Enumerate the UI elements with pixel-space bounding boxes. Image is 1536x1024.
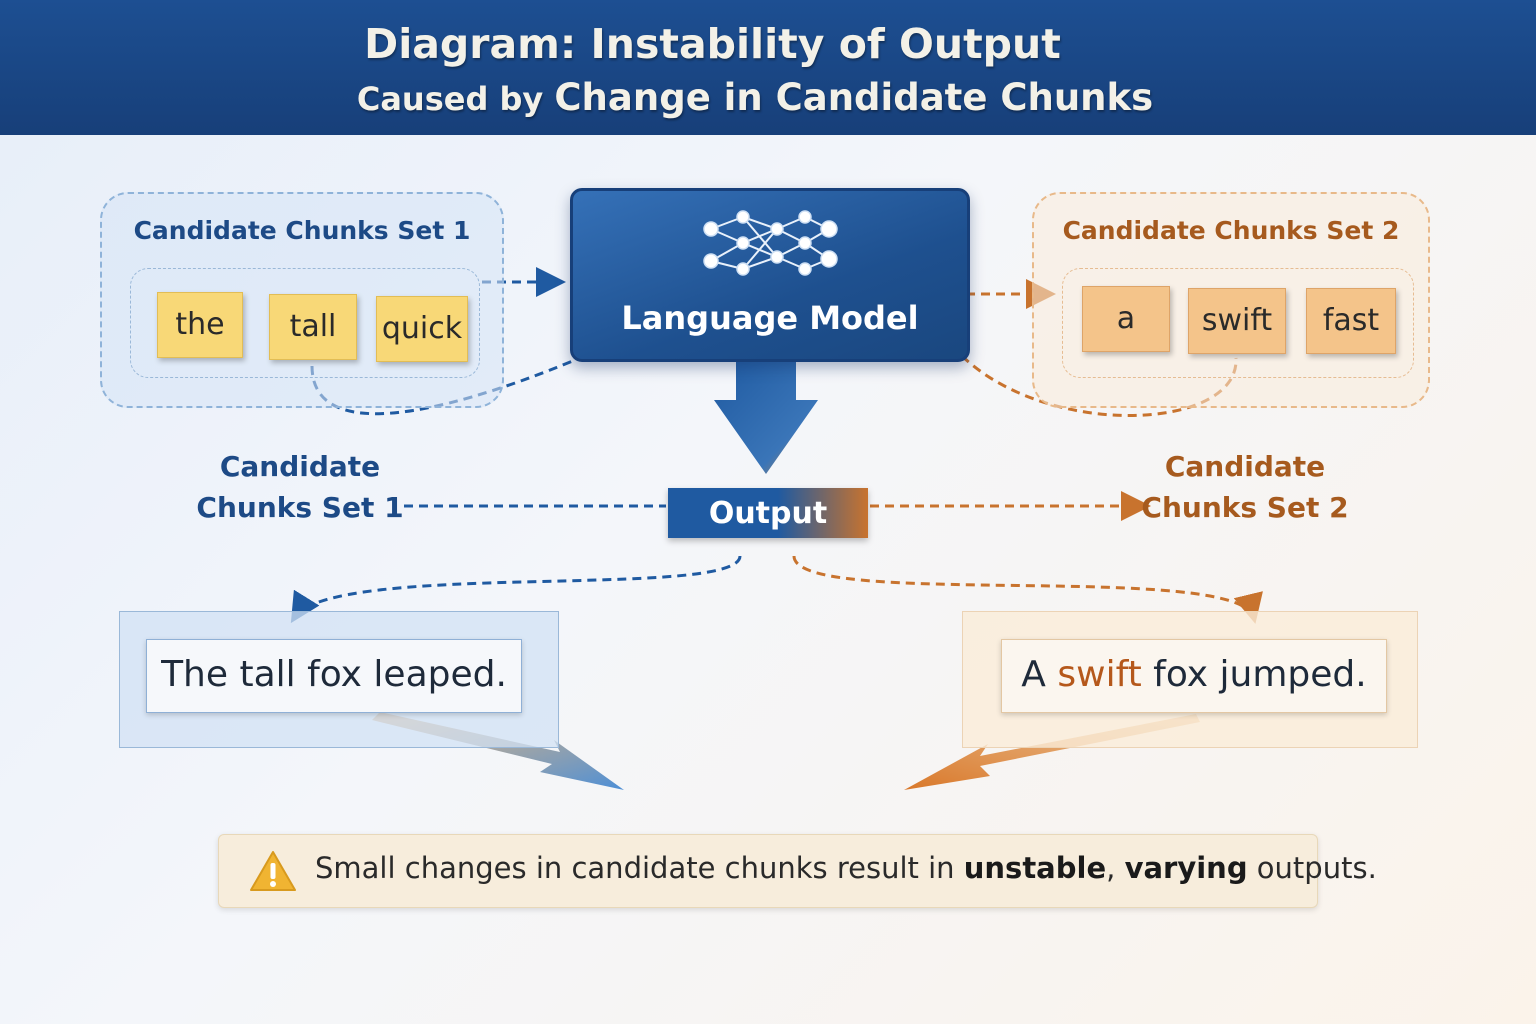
note-bold-unstable: unstable bbox=[963, 851, 1107, 885]
chunk-quick: quick bbox=[376, 296, 468, 362]
title-line-2-main: Change in Candidate Chunks bbox=[554, 76, 1154, 119]
side-label-set-1: Candidate Chunks Set 1 bbox=[190, 446, 410, 528]
side-label-set-2: Candidate Chunks Set 2 bbox=[1130, 446, 1360, 528]
chunk-a: a bbox=[1082, 286, 1170, 352]
candidate-chunks-set-2: Candidate Chunks Set 2 a swift fast bbox=[1032, 192, 1430, 408]
title-line-2-prefix: Caused by bbox=[356, 80, 555, 118]
header-banner: Diagram: Instability of Output Caused by… bbox=[0, 0, 1536, 135]
right-result-suffix: fox jumped. bbox=[1141, 654, 1367, 695]
set-2-chunk-group bbox=[1062, 268, 1414, 378]
warning-note-text: Small changes in candidate chunks result… bbox=[315, 851, 1377, 885]
set-1-chunk-group bbox=[130, 268, 480, 378]
right-result-panel: A swift fox jumped. bbox=[962, 611, 1418, 748]
warning-icon bbox=[250, 851, 296, 891]
language-model-box: Language Model bbox=[570, 188, 970, 362]
right-result-sentence: A swift fox jumped. bbox=[1001, 639, 1387, 713]
left-result-sentence: The tall fox leaped. bbox=[146, 639, 522, 713]
title-line-2: Caused by Change in Candidate Chunks bbox=[0, 76, 1510, 119]
chunk-the: the bbox=[157, 292, 243, 358]
set-2-title: Candidate Chunks Set 2 bbox=[1062, 216, 1400, 245]
note-bold-varying: varying bbox=[1124, 851, 1248, 885]
right-result-highlight: swift bbox=[1057, 654, 1142, 695]
model-to-output-arrow bbox=[714, 360, 818, 474]
side-label-set-1-line-1: Candidate bbox=[219, 450, 381, 483]
side-label-set-2-line-2: Chunks Set 2 bbox=[1141, 491, 1349, 524]
output-label: Output bbox=[708, 496, 828, 531]
left-result-panel: The tall fox leaped. bbox=[119, 611, 559, 748]
chunk-tall: tall bbox=[269, 294, 357, 360]
title-line-1: Diagram: Instability of Output bbox=[364, 20, 1061, 68]
candidate-chunks-set-1: Candidate Chunks Set 1 the tall quick bbox=[100, 192, 504, 408]
chunk-fast: fast bbox=[1306, 288, 1396, 354]
arrow-output-to-right-result bbox=[792, 555, 1263, 624]
warning-note: Small changes in candidate chunks result… bbox=[218, 834, 1377, 908]
output-box: Output bbox=[668, 488, 868, 538]
side-label-set-2-line-1: Candidate bbox=[1164, 450, 1326, 483]
language-model-label: Language Model bbox=[621, 299, 919, 337]
chunk-swift: swift bbox=[1188, 288, 1286, 354]
neural-network-icon bbox=[703, 210, 838, 276]
side-label-set-1-line-2: Chunks Set 1 bbox=[196, 491, 404, 524]
note-part-2: , bbox=[1106, 851, 1125, 885]
set-1-title: Candidate Chunks Set 1 bbox=[133, 216, 471, 245]
note-part-3: outputs. bbox=[1247, 851, 1377, 885]
arrow-output-to-left-result bbox=[290, 555, 742, 624]
note-part-1: Small changes in candidate chunks result… bbox=[315, 851, 964, 885]
right-result-prefix: A bbox=[1021, 654, 1058, 695]
